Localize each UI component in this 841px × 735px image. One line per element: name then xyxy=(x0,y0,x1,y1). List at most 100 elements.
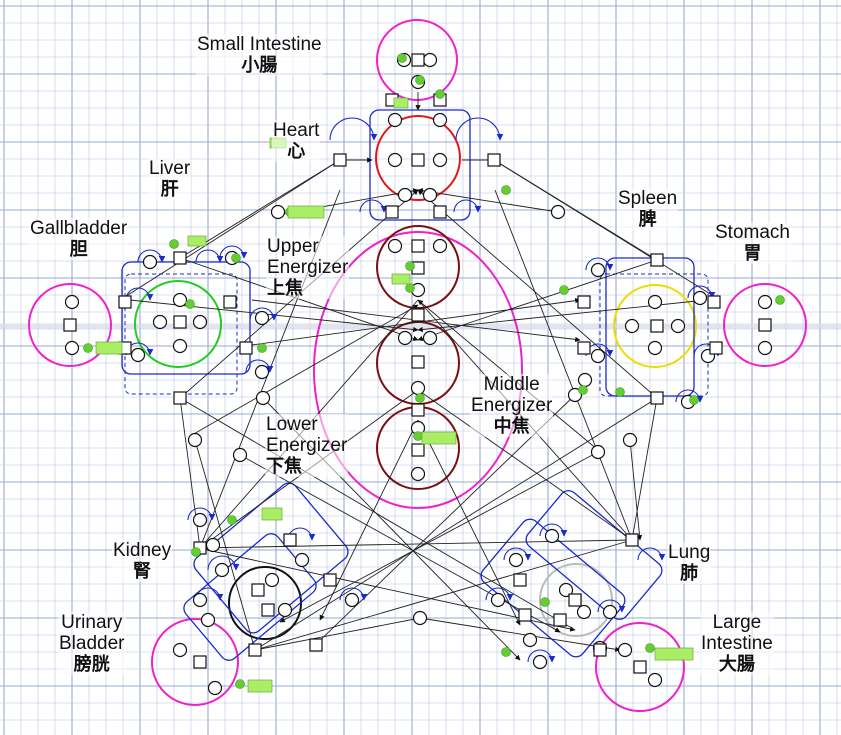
place-node xyxy=(205,537,221,553)
transition-node xyxy=(487,153,501,167)
label-large-intestine: Large Intestine 大腸 xyxy=(700,612,774,675)
arc xyxy=(417,389,633,541)
token xyxy=(645,643,655,653)
label-en: Middle xyxy=(483,374,540,395)
token xyxy=(83,343,93,353)
place-node xyxy=(432,112,448,128)
transition-node xyxy=(411,355,425,369)
group-frame xyxy=(525,490,663,620)
label-en: Urinary xyxy=(61,612,123,633)
label-kidney: Kidney 腎 xyxy=(112,540,173,582)
token xyxy=(405,261,415,271)
large-intestine-ring xyxy=(595,622,685,712)
arc xyxy=(179,159,341,259)
label-zh: 胃 xyxy=(743,243,762,264)
label-liver: Liver 肝 xyxy=(148,158,192,200)
place-node xyxy=(232,447,248,463)
tag-box xyxy=(287,205,325,219)
token xyxy=(227,515,237,525)
transition-node xyxy=(650,391,664,405)
transition-node xyxy=(173,391,187,405)
arc xyxy=(417,189,658,399)
place-node xyxy=(277,602,293,618)
place-node xyxy=(532,654,548,670)
transition-node xyxy=(650,253,664,267)
label-en: Kidney xyxy=(113,540,172,561)
transition-node xyxy=(411,239,425,253)
label-upper-energizer: Upper Energizer 上焦 xyxy=(266,236,350,299)
tag-box xyxy=(393,97,409,109)
label-en: Liver xyxy=(149,158,191,179)
label-en: Small Intestine xyxy=(197,34,322,55)
transition-node xyxy=(411,443,425,457)
tag-box xyxy=(654,647,694,661)
label-zh: 心 xyxy=(287,141,306,162)
label-small-intestine: Small Intestine 小腸 xyxy=(196,34,323,76)
place-node xyxy=(617,642,633,658)
place-node xyxy=(344,592,360,608)
place-node xyxy=(757,340,773,356)
place-node xyxy=(647,340,663,356)
token xyxy=(615,387,625,397)
place-node xyxy=(192,512,208,528)
place-node xyxy=(590,348,606,364)
loop-arc xyxy=(455,117,504,141)
label-zh: 胆 xyxy=(69,239,88,260)
place-node xyxy=(397,187,413,203)
place-node xyxy=(264,572,280,588)
arc xyxy=(493,159,721,301)
transition-node xyxy=(248,643,262,657)
place-node xyxy=(544,528,560,544)
label-en: Energizer xyxy=(266,435,348,456)
loop-arc xyxy=(359,199,388,213)
tag-box xyxy=(261,507,283,521)
arc xyxy=(319,419,419,621)
label-zh: 中焦 xyxy=(493,416,530,437)
transition-node xyxy=(323,573,337,587)
loop-arc xyxy=(687,285,716,299)
tag-box xyxy=(391,273,411,285)
arc xyxy=(254,397,658,651)
transition-node xyxy=(283,533,297,547)
token xyxy=(775,295,785,305)
label-spleen: Spleen 脾 xyxy=(617,188,679,230)
place-node xyxy=(152,314,168,330)
loop-arc xyxy=(207,555,240,571)
transition-node xyxy=(173,251,187,265)
transition-node xyxy=(223,295,237,309)
arc xyxy=(417,188,559,213)
token xyxy=(405,283,415,293)
label-en: Upper xyxy=(267,236,319,257)
arc xyxy=(417,419,521,626)
transition-node xyxy=(173,315,187,329)
place-node xyxy=(214,562,230,578)
place-node xyxy=(692,290,708,306)
transition-node xyxy=(577,341,591,355)
label-en: Gallbladder xyxy=(30,218,128,239)
transition-node xyxy=(633,660,647,674)
place-node xyxy=(172,338,188,354)
label-lung: Lung 肺 xyxy=(667,542,712,584)
place-node xyxy=(490,592,506,608)
place-node xyxy=(387,238,403,254)
loop-arc xyxy=(219,245,248,259)
place-node xyxy=(397,330,413,346)
place-node xyxy=(508,552,524,568)
place-node xyxy=(422,52,438,68)
place-node xyxy=(567,387,583,403)
arc xyxy=(197,547,576,632)
place-node xyxy=(522,632,538,648)
place-node xyxy=(602,604,618,620)
place-node xyxy=(576,604,592,620)
urinary-bladder-ring xyxy=(151,618,239,706)
label-zh: 肝 xyxy=(160,179,179,200)
token xyxy=(415,393,425,403)
transition-node xyxy=(239,341,253,355)
label-zh: 肺 xyxy=(680,563,699,584)
place-node xyxy=(387,152,403,168)
place-node xyxy=(64,340,80,356)
place-node xyxy=(670,318,686,334)
token xyxy=(578,385,588,395)
transition-node xyxy=(758,318,772,332)
